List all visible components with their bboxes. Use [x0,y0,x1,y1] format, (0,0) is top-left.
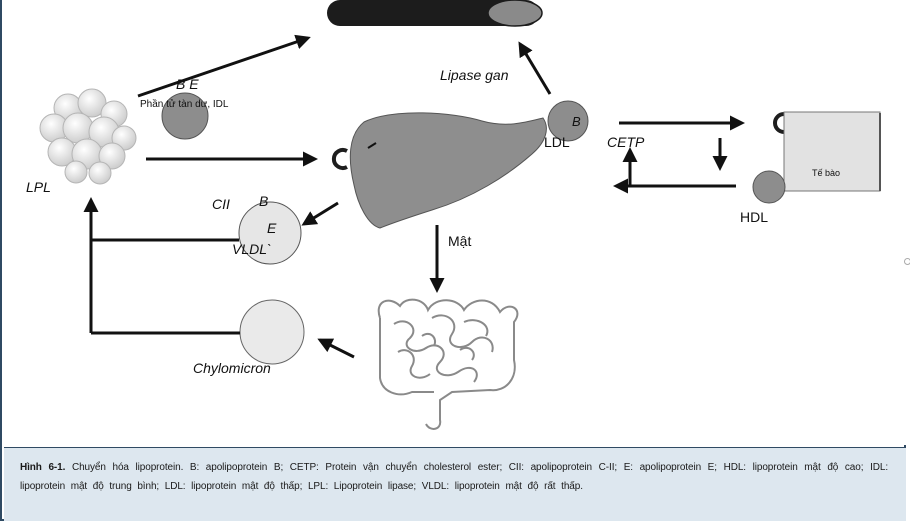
label-chylomicron: Chylomicron [193,360,271,376]
caption-figure-label: Hình 6-1. [20,462,66,473]
cell-receptor-top [773,112,785,134]
caption-box: Hình 6-1. Chuyển hóa lipoprotein. B: apo… [4,447,906,521]
intestine [377,298,519,430]
label-hdl: HDL [740,209,768,225]
ldl-particle [547,100,589,142]
label-b-e: B E [176,76,199,92]
arrow-remnant-to-vessel [137,34,311,98]
arrow-intestine-to-chylo [317,338,355,359]
label-hepatic-lipase: Lipase gan [440,67,509,83]
label-vldl: VLDL` [232,241,272,257]
liver [349,112,547,229]
label-vldl-b: B [259,193,268,209]
cell-box [783,111,881,192]
diagram-area: B E Phần tử tàn dư, IDL LPL Lipase gan B… [2,0,908,445]
label-remnant-idl: Phần tử tàn dư, IDL [140,98,229,110]
label-lpl: LPL [26,179,51,195]
label-bile: Mật [448,233,471,249]
adipose-cluster [39,88,137,185]
hdl-particle [752,170,786,204]
arrow-liver-to-vldl [301,201,339,226]
label-cetp: CETP [607,134,645,150]
vessel-capsule [327,0,543,27]
label-vldl-e: E [267,220,277,236]
arrow-ldl-to-vessel [518,41,552,95]
liver-receptor [331,148,348,170]
figure-caption: Hình 6-1. Chuyển hóa lipoprotein. B: apo… [20,458,888,496]
edge-handle [904,258,910,265]
remnant-idl-particle [161,92,209,140]
lpl-loop [83,197,240,335]
label-cell: Tế bào [812,168,840,178]
lipoprotein-diagram: B E Phần tử tàn dư, IDL LPL Lipase gan B… [26,0,881,430]
label-vldl-cii: CII [212,196,230,212]
label-ldl-b: B [572,114,581,129]
caption-text: Chuyển hóa lipoprotein. B: apolipoprotei… [20,462,889,492]
vldl-particle [238,201,302,265]
flow-arrows [137,34,745,359]
chylomicron-particle [239,299,305,365]
label-ldl: LDL [544,134,570,150]
